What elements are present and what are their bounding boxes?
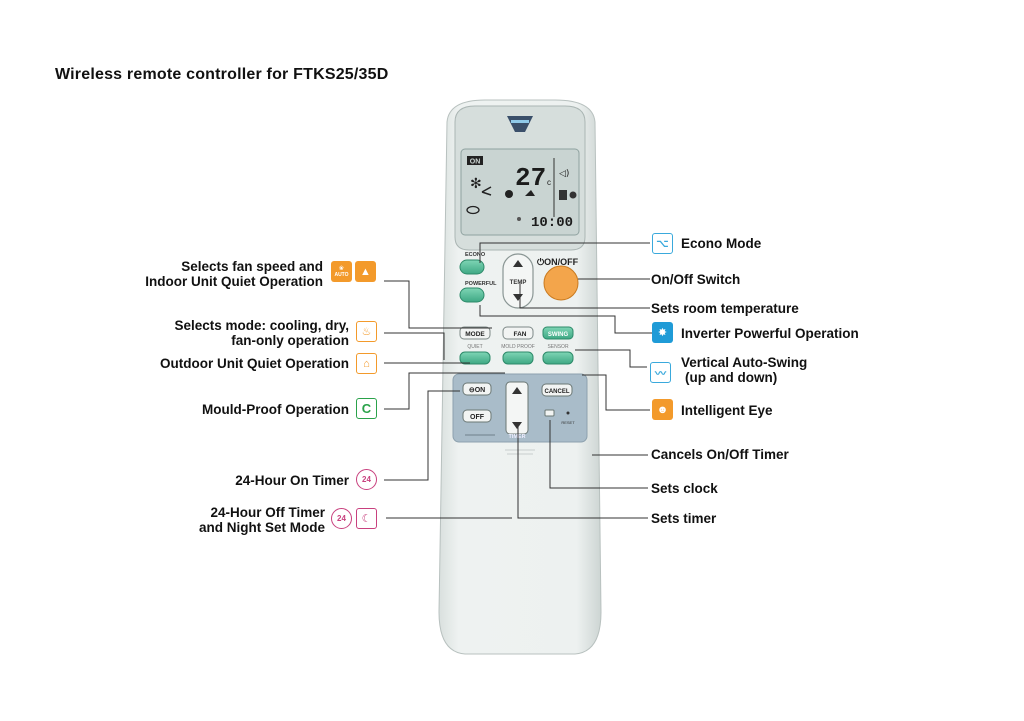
remote-control: ON 27 c ✻ ◁) 10:00 ECONO POWERFUL TEMP ⏻… xyxy=(438,99,602,655)
snowflake-icon: ✻ xyxy=(470,176,482,192)
label-econo-mode: Econo Mode xyxy=(681,236,762,251)
mould-proof-icon: C xyxy=(356,398,377,419)
timer-off-button xyxy=(462,409,492,423)
powerful-label: POWERFUL xyxy=(465,281,497,287)
mode-label: MODE xyxy=(465,331,485,338)
fan-auto-icon: ❀AUTO xyxy=(331,261,352,282)
quiet-lcd-icon xyxy=(466,205,480,215)
on-timer-24-icon: 24 xyxy=(356,469,377,490)
label-mould-proof: Mould-Proof Operation xyxy=(202,402,349,417)
label-intelligent-eye: Intelligent Eye xyxy=(681,403,773,418)
timer-on-button xyxy=(462,382,492,396)
label-inverter-powerful: Inverter Powerful Operation xyxy=(681,326,859,341)
mold-lcd-icon xyxy=(559,190,567,200)
sensor-label: SENSOR xyxy=(547,344,569,350)
label-sets-clock: Sets clock xyxy=(651,481,718,496)
label-room-temp: Sets room temperature xyxy=(651,301,799,316)
swing-icon xyxy=(481,186,492,196)
timer-off-label: OFF xyxy=(470,414,485,421)
econo-icon: ⌥ xyxy=(652,233,673,254)
swing-label: SWING xyxy=(548,332,569,338)
outdoor-quiet-icon: ⌂ xyxy=(356,353,377,374)
label-sets-timer: Sets timer xyxy=(651,511,717,526)
signal-icon: ◁) xyxy=(559,169,569,179)
temp-label: TEMP xyxy=(510,280,527,286)
off-timer-24-icon: 24 xyxy=(331,508,352,529)
powerful-icon: ✸ xyxy=(652,322,673,343)
daikin-logo xyxy=(507,116,533,132)
econo-button xyxy=(459,259,485,275)
swing-button xyxy=(542,326,574,340)
quiet-button xyxy=(459,351,491,365)
temp-button xyxy=(502,253,534,309)
label-on-timer: 24-Hour On Timer xyxy=(235,473,349,488)
label-onoff-switch: On/Off Switch xyxy=(651,272,741,287)
cancel-label: CANCEL xyxy=(545,389,570,395)
clock-button xyxy=(544,409,555,417)
powerful-button xyxy=(459,287,485,303)
lcd-clock-text: 10:00 xyxy=(531,215,573,231)
intelligent-eye-icon: ☻ xyxy=(652,399,673,420)
night-set-icon: ☾ xyxy=(356,508,377,529)
label-vertical-swing: Vertical Auto-Swing(up and down) xyxy=(681,355,808,385)
mold-proof-label: MOLD PROOF xyxy=(501,344,535,350)
onoff-button xyxy=(543,265,579,301)
eye-icon xyxy=(525,190,535,196)
reset-label: RESET xyxy=(561,420,575,425)
sensor-button xyxy=(542,351,574,365)
indoor-quiet-icon: ▲ xyxy=(355,261,376,282)
mode-icon: ♨ xyxy=(356,321,377,342)
timer-label: TIMER xyxy=(508,434,525,440)
sensor-lcd-icon xyxy=(569,191,577,199)
label-mode: Selects mode: cooling, dry,fan-only oper… xyxy=(174,318,349,348)
onoff-label: ⏻ON/OFF xyxy=(537,257,579,267)
lcd-unit-text: c xyxy=(547,178,551,187)
mode-button xyxy=(459,326,491,340)
timer-on-label: ⊖ON xyxy=(469,387,485,394)
lcd-screen xyxy=(460,148,580,236)
page-title: Wireless remote controller for FTKS25/35… xyxy=(55,66,389,83)
mold-proof-button xyxy=(502,351,534,365)
label-cancel-timer: Cancels On/Off Timer xyxy=(651,447,789,462)
fan-icon xyxy=(505,190,513,198)
label-outdoor-quiet: Outdoor Unit Quiet Operation xyxy=(160,356,349,371)
lcd-temp-text: 27 xyxy=(515,163,546,193)
cancel-button xyxy=(541,383,573,397)
timer-button xyxy=(505,381,529,435)
quiet-label: QUIET xyxy=(467,344,482,350)
econo-label: ECONO xyxy=(465,252,486,258)
fan-label: FAN xyxy=(514,331,527,338)
vertical-swing-icon: 〰 xyxy=(650,362,671,383)
fan-button xyxy=(502,326,534,340)
lcd-on-text: ON xyxy=(470,159,481,166)
